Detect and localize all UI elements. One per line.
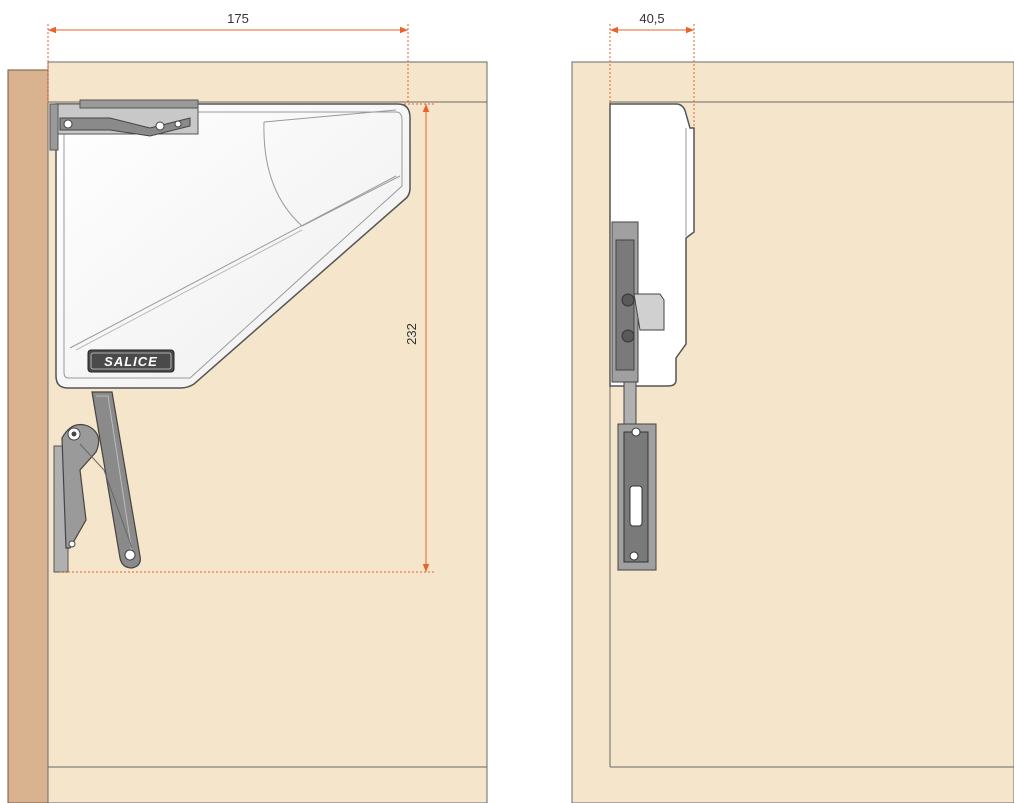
- width-dimension-label: 175: [227, 11, 249, 26]
- support-arm: [53, 391, 141, 573]
- front-view: SALICE 175 232: [7, 11, 488, 803]
- depth-dimension-label: 40,5: [639, 11, 664, 26]
- side-mechanism: [609, 103, 695, 571]
- side-view: 40,5: [571, 11, 1014, 803]
- svg-text:SALICE: SALICE: [104, 354, 158, 369]
- height-dimension: 232: [60, 103, 434, 573]
- cabinet-side-wall: [7, 69, 49, 803]
- height-dimension-label: 232: [404, 323, 419, 345]
- width-dimension: 175: [47, 11, 409, 104]
- salice-logo: SALICE: [87, 349, 175, 373]
- lift-mechanism-cover: [49, 99, 411, 389]
- depth-dimension: 40,5: [609, 11, 695, 128]
